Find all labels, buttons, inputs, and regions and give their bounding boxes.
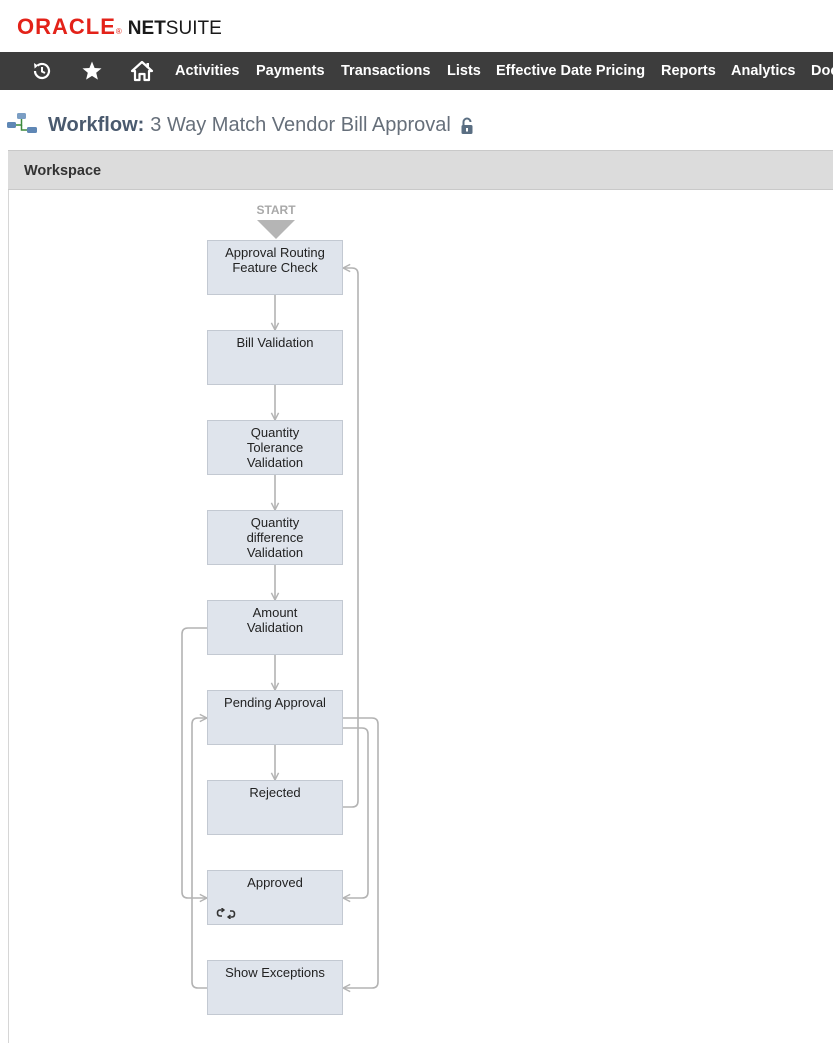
recent-icon[interactable] bbox=[27, 52, 57, 90]
home-icon[interactable] bbox=[127, 52, 157, 90]
main-nav: Activities Payments Transactions Lists E… bbox=[0, 52, 833, 90]
start-marker bbox=[257, 220, 295, 239]
workflow-name: 3 Way Match Vendor Bill Approval bbox=[150, 113, 451, 136]
arrow-pending-to-approved bbox=[343, 727, 369, 898]
state-label-line: Approved bbox=[247, 875, 303, 890]
lock-icon[interactable] bbox=[460, 117, 474, 135]
nav-activities[interactable]: Activities bbox=[175, 63, 240, 79]
page-title-label: Workflow: bbox=[48, 113, 145, 136]
state-label-line: Amount bbox=[252, 605, 298, 620]
star-icon[interactable] bbox=[77, 52, 107, 90]
logo-suite: SUITE bbox=[165, 18, 222, 39]
arrow-amount-to-approved bbox=[181, 627, 207, 898]
state-label-line: difference bbox=[246, 530, 304, 545]
arrow-pending-to-exceptions bbox=[343, 717, 379, 988]
state-rejected[interactable]: Rejected bbox=[207, 780, 343, 835]
state-label-line: Bill Validation bbox=[236, 335, 314, 350]
state-label-line: Feature Check bbox=[232, 260, 318, 275]
nav-payments[interactable]: Payments bbox=[256, 63, 325, 79]
state-approved[interactable]: Approved bbox=[207, 870, 343, 925]
state-label-line: Quantity bbox=[250, 515, 300, 530]
page-title: Workflow: 3 Way Match Vendor Bill Approv… bbox=[6, 110, 474, 140]
state-label-line: Approval Routing bbox=[225, 245, 325, 260]
logo-net: NET bbox=[127, 18, 166, 39]
state-label-line: Rejected bbox=[249, 785, 301, 800]
logo-registered: ® bbox=[115, 27, 122, 36]
nav-documents[interactable]: Doc bbox=[811, 63, 833, 79]
nav-lists[interactable]: Lists bbox=[447, 63, 481, 79]
logo-oracle: ORACLE bbox=[17, 14, 116, 39]
state-label-line: Validation bbox=[246, 455, 304, 470]
state-label-line: Tolerance bbox=[246, 440, 304, 455]
state-label-line: Pending Approval bbox=[224, 695, 326, 710]
app-header: ORACLE ® NET SUITE bbox=[0, 0, 833, 52]
workspace-title: Workspace bbox=[24, 163, 102, 179]
state-pending-approval[interactable]: Pending Approval bbox=[207, 690, 343, 745]
nav-analytics[interactable]: Analytics bbox=[731, 63, 796, 79]
state-label-line: Show Exceptions bbox=[225, 965, 325, 980]
state-bill-validation[interactable]: Bill Validation bbox=[207, 330, 343, 385]
state-label-line: Validation bbox=[246, 620, 304, 635]
state-label-line: Quantity bbox=[250, 425, 300, 440]
loop-icon bbox=[216, 908, 236, 919]
workspace-header: Workspace bbox=[8, 150, 833, 190]
state-label-line: Validation bbox=[246, 545, 304, 560]
arrow-exceptions-to-pending bbox=[191, 718, 207, 989]
nav-effective-date-pricing[interactable]: Effective Date Pricing bbox=[496, 63, 646, 79]
workspace-canvas bbox=[8, 190, 833, 1043]
workflow-icon bbox=[7, 113, 37, 133]
start-label: START bbox=[256, 203, 296, 217]
nav-reports[interactable]: Reports bbox=[661, 63, 716, 79]
nav-transactions[interactable]: Transactions bbox=[341, 63, 431, 79]
state-show-exceptions[interactable]: Show Exceptions bbox=[207, 960, 343, 1015]
arrow-rejected-to-feature bbox=[343, 268, 359, 808]
netsuite-logo[interactable]: ORACLE ® NET SUITE bbox=[17, 14, 222, 40]
